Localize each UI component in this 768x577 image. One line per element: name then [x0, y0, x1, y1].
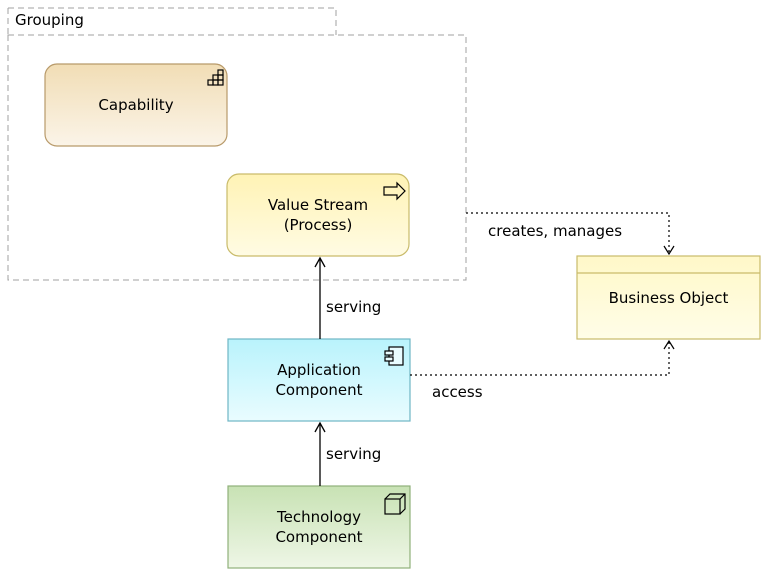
business-object-node[interactable]: [576, 255, 761, 340]
relation-serving-top[interactable]: [314, 256, 326, 339]
grouping[interactable]: [7, 7, 467, 281]
technology-component-label: Technology Component: [275, 508, 363, 546]
capability-node[interactable]: [44, 63, 228, 147]
value-stream-arrow-icon: [383, 181, 406, 201]
capability-icon: [207, 69, 224, 86]
component-icon: [384, 346, 404, 366]
serving-bottom-label: serving: [326, 445, 382, 463]
relation-creates-manages[interactable]: [466, 212, 675, 256]
business-object-label: Business Object: [608, 289, 729, 307]
grouping-label: Grouping: [15, 11, 84, 29]
value-stream-label: Value Stream (Process): [267, 196, 369, 234]
application-component-label: Application Component: [275, 361, 363, 399]
creates-manages-label: creates, manages: [488, 222, 623, 240]
technology-component-node[interactable]: [227, 485, 411, 569]
access-label: access: [432, 383, 483, 401]
node-cube-icon: [384, 493, 406, 515]
value-stream-node[interactable]: [226, 173, 410, 257]
relation-access[interactable]: [410, 339, 675, 376]
capability-label: Capability: [98, 96, 174, 114]
serving-top-label: serving: [326, 298, 382, 316]
relation-serving-bottom[interactable]: [314, 421, 326, 486]
application-component-node[interactable]: [227, 338, 411, 422]
